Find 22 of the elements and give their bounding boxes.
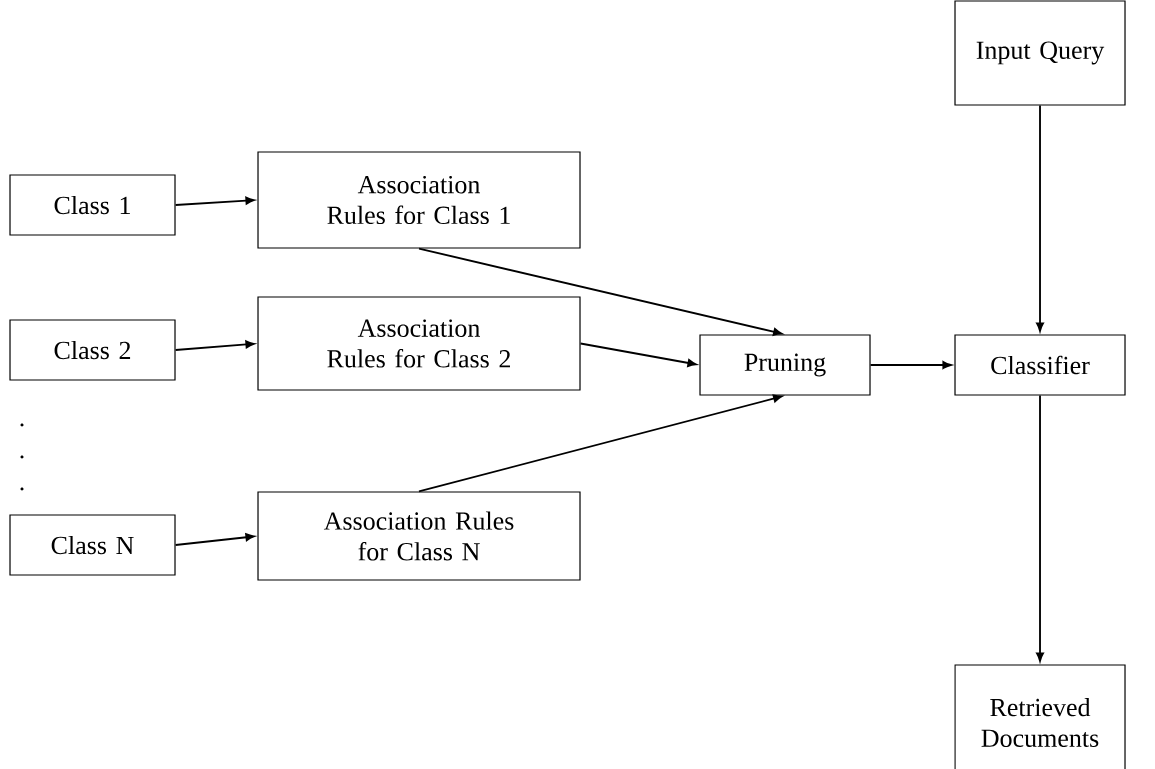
process-box: Association Rules for Class N <box>257 491 581 581</box>
arrow <box>174 340 255 351</box>
arrow <box>174 533 255 546</box>
ellipsis-dot: . <box>20 487 24 491</box>
process-box: Input Query <box>954 0 1126 106</box>
ellipsis-dot: . <box>20 423 24 427</box>
arrow <box>579 342 697 367</box>
arrow <box>1036 104 1044 332</box>
process-box: Class 1 <box>9 174 176 236</box>
arrow <box>869 361 952 369</box>
process-box: Association Rules for Class 1 <box>257 151 581 249</box>
process-box: Retrieved Documents <box>954 664 1126 769</box>
arrow <box>174 196 255 206</box>
process-box: Association Rules for Class 2 <box>257 296 581 391</box>
process-box: Class N <box>9 514 176 576</box>
arrow <box>418 247 783 336</box>
process-box: Classifier <box>954 334 1126 396</box>
arrow <box>418 394 783 493</box>
ellipsis-dot: . <box>20 455 24 459</box>
process-box: Class 2 <box>9 319 176 381</box>
process-box: Pruning <box>699 334 871 396</box>
arrow <box>1036 394 1044 662</box>
